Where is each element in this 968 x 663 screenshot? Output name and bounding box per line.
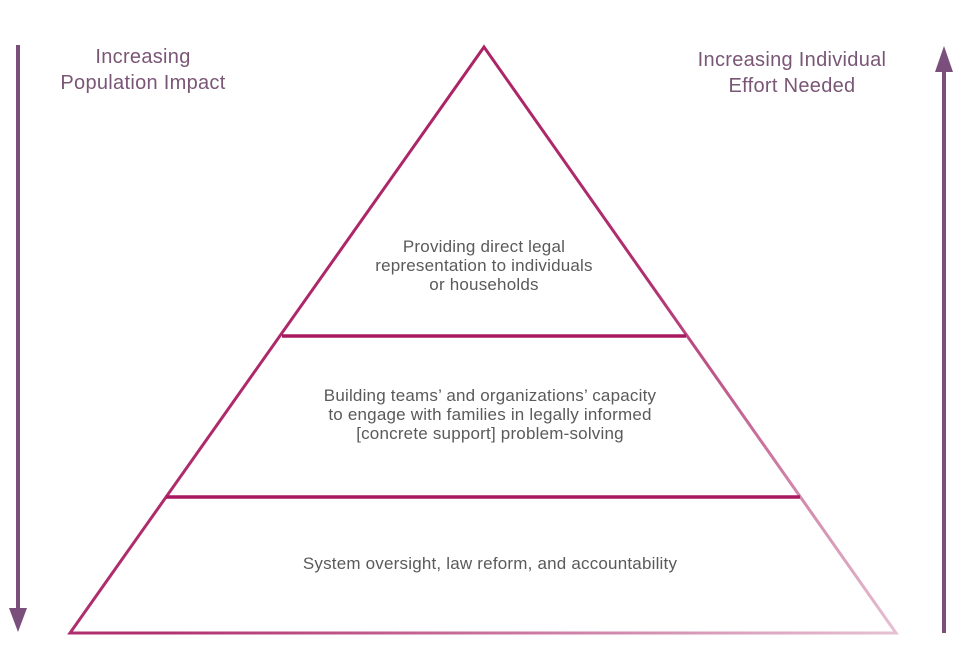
tier-line: [concrete support] problem-solving <box>356 424 624 443</box>
tier-line: Providing direct legal <box>402 237 566 256</box>
tier-top-text: Providing direct legal representation to… <box>284 237 684 294</box>
individual-effort-label: Increasing Individual Effort Needed <box>672 47 912 99</box>
tier-line: representation to individuals <box>375 256 593 275</box>
label-line: Increasing <box>95 46 191 68</box>
up-arrow <box>935 46 953 633</box>
population-impact-label: Increasing Population Impact <box>30 44 256 96</box>
tier-line: to engage with families in legally infor… <box>328 405 652 424</box>
tier-bottom-text: System oversight, law reform, and accoun… <box>190 554 790 573</box>
down-arrow <box>9 45 27 632</box>
label-line: Increasing Individual <box>697 49 887 71</box>
label-line: Effort Needed <box>728 75 856 97</box>
tier-line: or households <box>429 275 539 294</box>
pyramid-outline <box>67 44 899 635</box>
label-line: Population Impact <box>60 72 226 94</box>
tier-line: Building teams’ and organizations’ capac… <box>323 386 657 405</box>
tier-line: System oversight, law reform, and accoun… <box>302 554 678 573</box>
tier-middle-text: Building teams’ and organizations’ capac… <box>240 386 740 443</box>
